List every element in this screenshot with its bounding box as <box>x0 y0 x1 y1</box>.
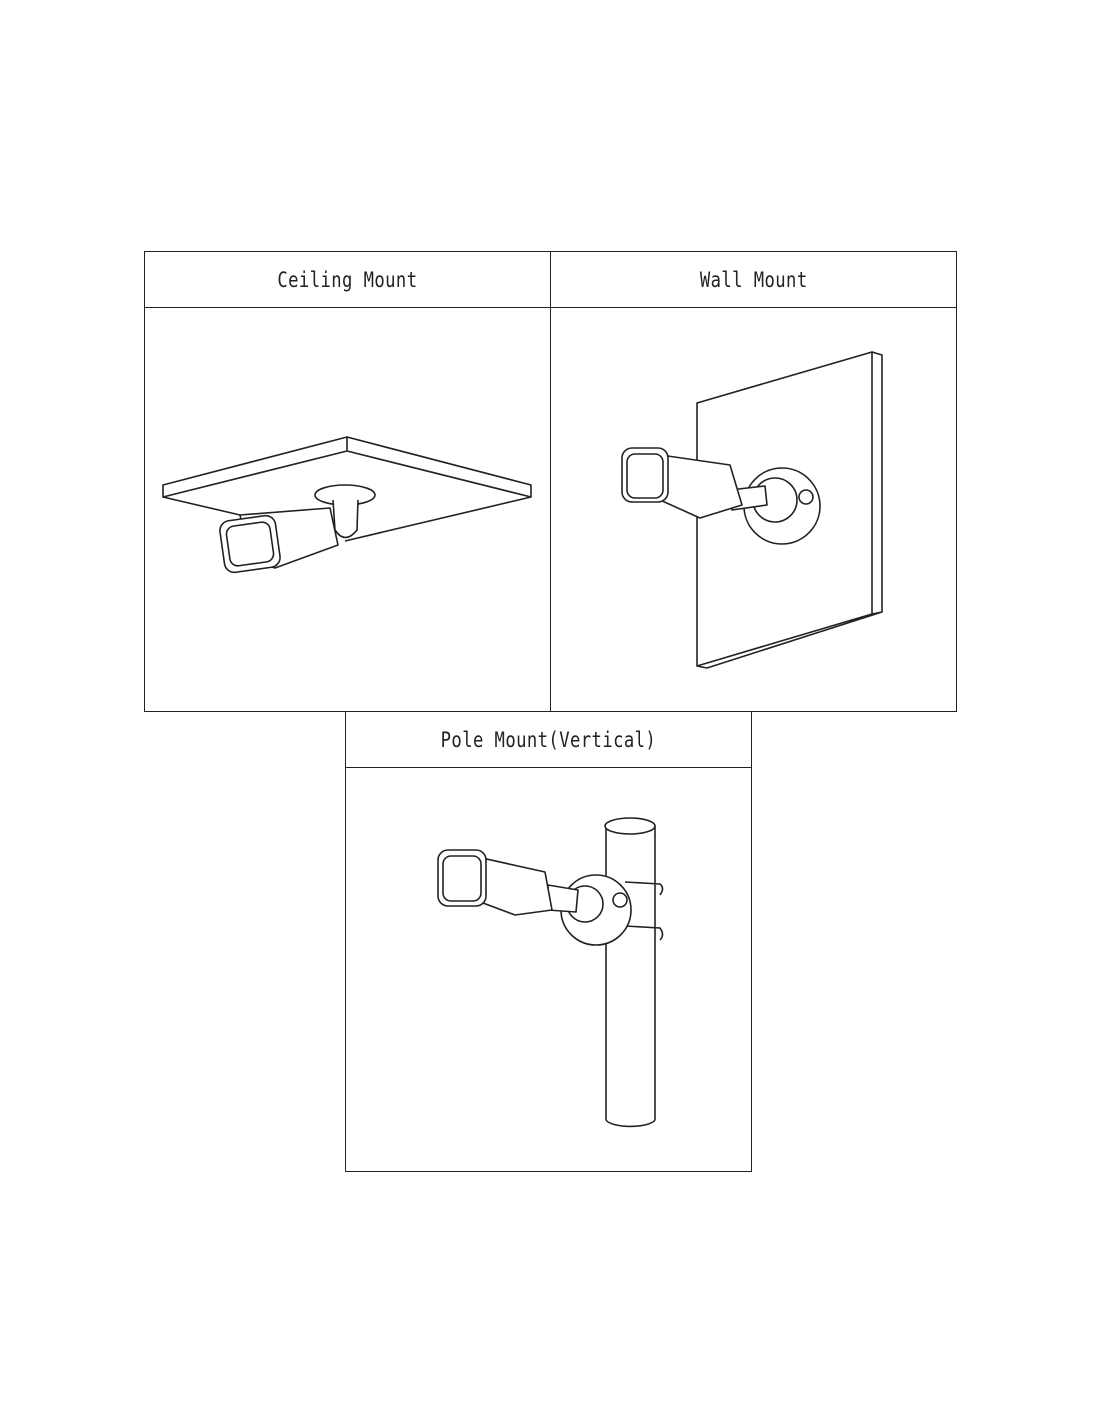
pole-top <box>604 817 656 835</box>
panel-wall-mount: Wall Mount <box>550 251 957 712</box>
panel-title: Wall Mount <box>699 267 808 292</box>
panel-header: Wall Mount <box>551 252 956 308</box>
camera-front <box>219 514 281 574</box>
panel-pole-mount: Pole Mount(Vertical) <box>345 711 752 1172</box>
camera-arm <box>332 499 359 539</box>
camera-front <box>437 849 487 907</box>
ceiling-slab <box>162 436 532 542</box>
camera-lens-face <box>225 521 275 567</box>
camera-lens-face <box>442 855 482 902</box>
junction-plug <box>612 892 628 908</box>
pole <box>605 826 656 1120</box>
panel-header: Pole Mount(Vertical) <box>346 712 751 768</box>
panel-title: Pole Mount(Vertical) <box>440 727 657 752</box>
junction-plug <box>798 489 814 505</box>
pole-bottom <box>605 1119 656 1128</box>
pole-clamp-top <box>624 881 664 896</box>
camera-front <box>621 447 669 503</box>
wall-mount-illustration <box>621 351 883 669</box>
wall-panel <box>696 351 883 669</box>
panel-title: Ceiling Mount <box>277 267 418 292</box>
pole-mount-illustration <box>437 817 664 1128</box>
camera-arm <box>547 884 579 913</box>
panel-header: Ceiling Mount <box>145 252 550 308</box>
pole-clamp-bottom <box>624 925 664 941</box>
ceiling-mount-illustration <box>162 436 532 574</box>
camera-lens-face <box>626 453 664 499</box>
